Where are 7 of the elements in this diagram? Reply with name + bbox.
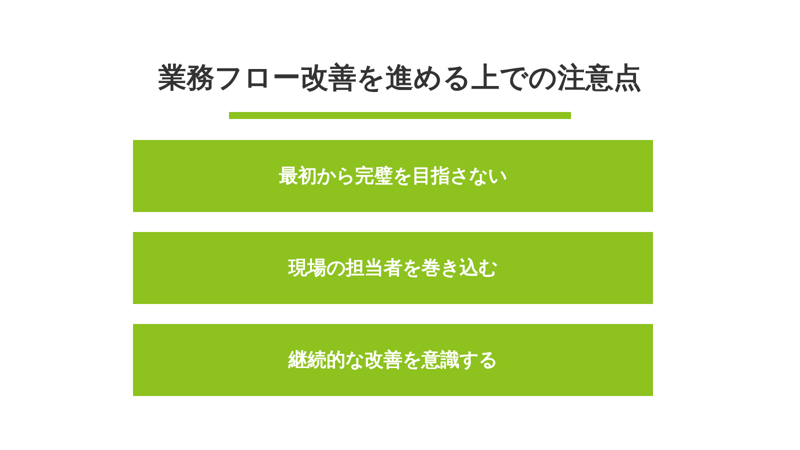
- point-box: [133, 232, 653, 304]
- title: 業務フロー改善を進める上での注意点: [157, 60, 642, 96]
- point-box: [133, 140, 653, 212]
- point-text: 最初から完璧を目指さない: [279, 164, 507, 189]
- point-box: [133, 324, 653, 396]
- point-text: 現場の担当者を巻き込む: [288, 256, 498, 281]
- point-text: 継続的な改善を意識する: [288, 348, 498, 373]
